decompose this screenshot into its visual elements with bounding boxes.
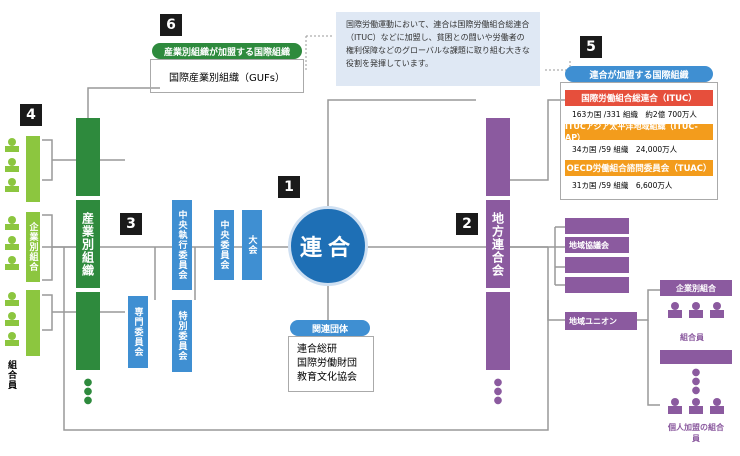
individual-members-label: 個人加盟の組合員 xyxy=(668,423,724,443)
number-badge-5: 5 xyxy=(580,36,602,58)
number-badge-1: 1 xyxy=(278,176,300,198)
right-enterprise-union: 企業別組合 xyxy=(660,280,732,296)
industrial-block-top xyxy=(76,118,100,196)
central-committee: 中央委員会 xyxy=(214,210,234,280)
enterprise-union: 企業別組合 xyxy=(26,212,40,282)
industrial-block-bottom xyxy=(76,292,100,370)
related-item: 教育文化協会 xyxy=(297,372,357,383)
intl-org-itucap: ITUCアジア太平洋地域組織（ITUC-AP） xyxy=(565,122,713,142)
right-members-label: 組合員 xyxy=(680,333,704,342)
regional-union: 地域ユニオン xyxy=(565,312,637,330)
related-header: 関連団体 xyxy=(290,320,370,336)
specialized-committee: 専門委員会 xyxy=(128,296,148,368)
right-member-icons xyxy=(664,302,728,328)
members-label: 組合員 xyxy=(6,360,16,390)
right-union-blank xyxy=(660,350,732,364)
regional-item-blank xyxy=(565,277,629,293)
rengo-center: 連合 xyxy=(288,206,368,286)
number-badge-2: 2 xyxy=(456,213,478,235)
regional-block-bottom xyxy=(486,292,510,370)
regional-federation: 地方連合会 xyxy=(486,200,510,288)
member-icons-bottom xyxy=(4,290,24,346)
intl-org-tuac: OECD労働組合諮問委員会（TUAC） xyxy=(565,160,713,176)
regional-block-top xyxy=(486,118,510,196)
gufs-label: 国際産業別組織（GUFs） xyxy=(150,59,304,93)
industrial-more-dots: ●●● xyxy=(83,377,93,406)
regional-more-dots: ●●● xyxy=(493,377,503,406)
enterprise-block-bottom xyxy=(26,290,40,356)
convention: 大会 xyxy=(242,210,262,280)
industrial-organization: 産業別組織 xyxy=(76,200,100,288)
related-item: 連合総研 xyxy=(297,344,337,355)
number-badge-4: 4 xyxy=(20,104,42,126)
intl-detail-itucap: 34カ国 /59 組織 24,000万人 xyxy=(572,145,678,154)
intl-detail-ituc: 163カ国 /331 組織 約2億 700万人 xyxy=(572,110,697,119)
member-icons-top xyxy=(4,136,24,192)
regional-council: 地域協議会 xyxy=(565,237,629,253)
note-text: 国際労働運動において、連合は国際労働組合総連合（ITUC）などに加盟し、貧困との… xyxy=(336,12,540,86)
regional-item-blank xyxy=(565,257,629,273)
right-more-dots: ●●● xyxy=(691,367,701,396)
related-box: 連合総研 国際労働財団 教育文化協会 xyxy=(288,336,374,392)
number-badge-3: 3 xyxy=(120,213,142,235)
number-badge-6: 6 xyxy=(160,14,182,36)
individual-member-icons xyxy=(664,398,728,418)
intl-header: 連合が加盟する国際組織 xyxy=(565,66,713,82)
executive-committee: 中央執行委員会 xyxy=(172,200,192,290)
special-committee: 特別委員会 xyxy=(172,300,192,372)
member-icons-mid xyxy=(4,214,24,270)
intl-org-ituc: 国際労働組合総連合（ITUC） xyxy=(565,90,713,106)
enterprise-block-top xyxy=(26,136,40,202)
related-item: 国際労働財団 xyxy=(297,358,357,369)
intl-box xyxy=(560,82,718,200)
gufs-header: 産業別組織が加盟する国際組織 xyxy=(152,43,302,59)
intl-detail-tuac: 31カ国 /59 組織 6,600万人 xyxy=(572,181,673,190)
regional-item-blank xyxy=(565,218,629,234)
